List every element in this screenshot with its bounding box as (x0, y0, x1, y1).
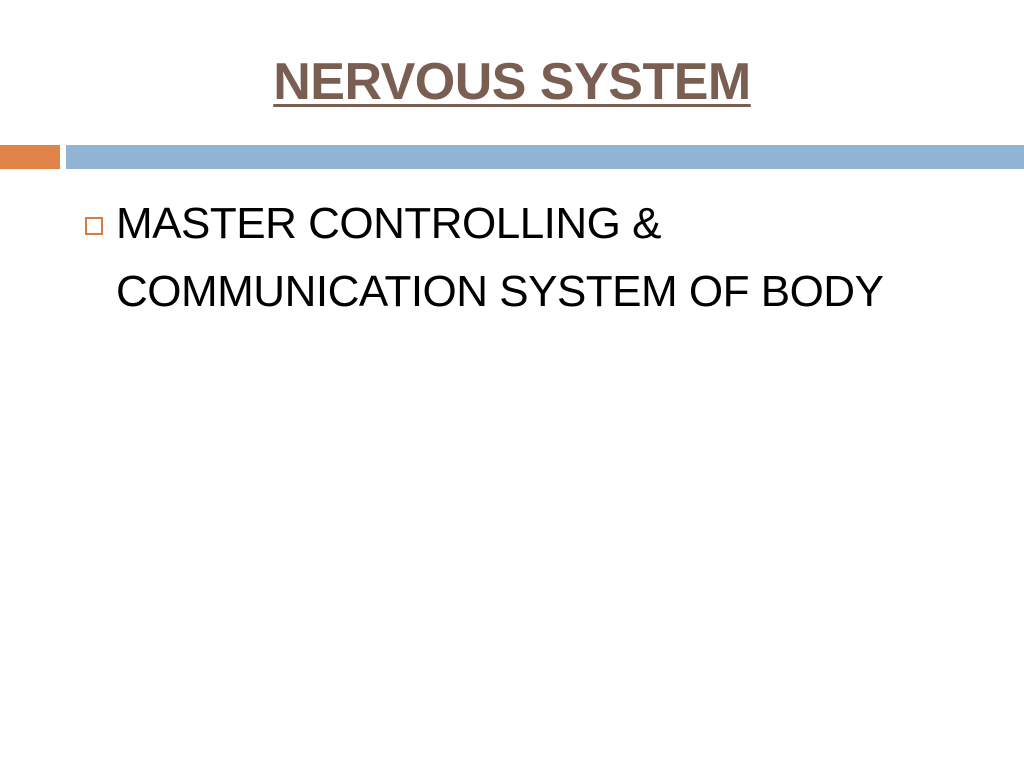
slide-title: NERVOUS SYSTEM (273, 53, 751, 111)
bullet-text: MASTER CONTROLLING & COMMUNICATION SYSTE… (116, 199, 884, 316)
accent-bar-blue (66, 145, 1024, 169)
bullet-list: MASTER CONTROLLING & COMMUNICATION SYSTE… (0, 190, 1024, 326)
bullet-item: MASTER CONTROLLING & COMMUNICATION SYSTE… (0, 190, 1024, 326)
hollow-square-bullet-icon (85, 217, 103, 235)
accent-bar-orange (0, 145, 60, 169)
